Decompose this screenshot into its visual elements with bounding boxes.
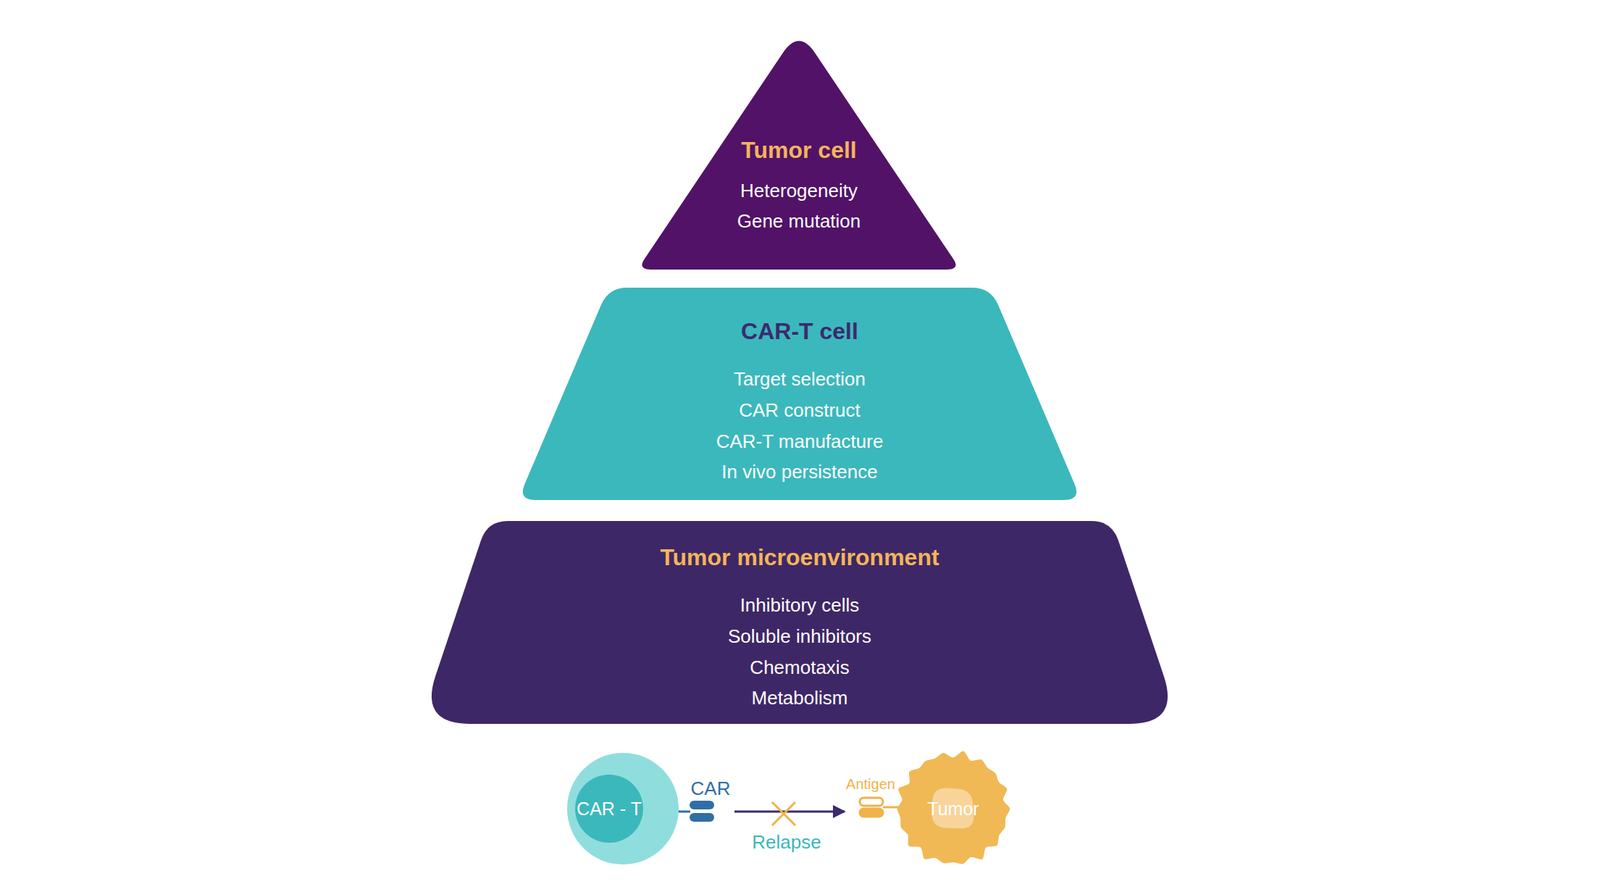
tier-item: Soluble inhibitors [727,620,872,652]
node-content: CAR - T [567,752,679,865]
tier-item: Chemotaxis [749,651,849,684]
node-content: Tumor microenvironmentInhibitory cellsSo… [419,520,1180,724]
car-receptor-symbol [677,800,715,822]
tier-item: CAR - T [576,797,642,820]
receptor-label: CAR [690,777,731,800]
tumor-cell-tier: Tumor cellHeterogeneityGene mutation [637,28,961,270]
tier-item: In vivo persistence [721,456,878,488]
antigen-symbol [859,797,902,817]
tier-item: Target selection [733,363,866,395]
edge-label: Relapse [751,830,821,854]
tier-item: Tumor [927,797,979,820]
antigen-label: Antigen [845,775,896,793]
car-t-cell-tier: CAR-T cellTarget selectionCAR constructC… [517,287,1082,500]
node-content: Tumor [895,750,1012,867]
relapse-arrow [734,810,845,813]
tier-item: Inhibitory cells [740,589,860,621]
tier-item: CAR-T manufacture [716,425,884,458]
node-content: CAR-T cellTarget selectionCAR constructC… [517,287,1082,500]
tier-title: Tumor cell [740,131,857,169]
tier-item: Gene mutation [737,206,862,237]
tumor-microenvironment-tier: Tumor microenvironmentInhibitory cellsSo… [419,520,1180,724]
tier-item: Heterogeneity [740,176,858,207]
node-content: Tumor cellHeterogeneityGene mutation [637,28,961,270]
tier-item: Metabolism [751,682,849,714]
tier-item: CAR construct [738,394,861,426]
tier-title: Tumor microenvironment [659,538,939,577]
car-t-cell-circle: CAR - T [567,752,679,865]
tier-title: CAR-T cell [740,312,859,351]
tumor-cell-blob: Tumor [895,750,1012,867]
